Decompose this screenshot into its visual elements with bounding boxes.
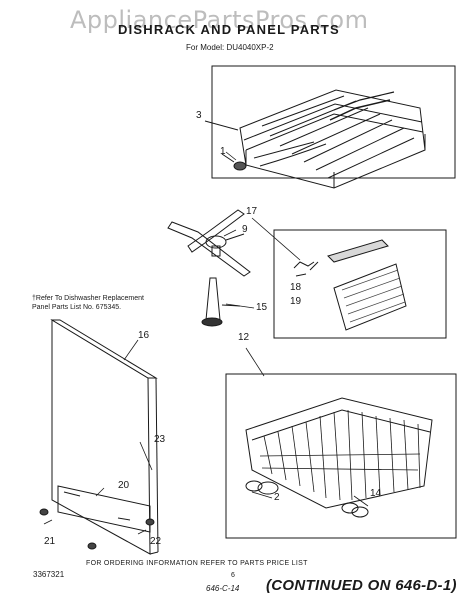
part-label-1: 1 [220,146,226,157]
handwritten-reference: 646-C-14 [206,584,240,593]
page-number: 6 [231,572,235,579]
watermark: AppliancePartsPros.com [70,6,369,34]
part-label-16: 16 [138,330,150,341]
door-panel-drawing [50,319,159,555]
wheel-part [245,480,359,514]
panel-parts-box [273,229,447,339]
part-label-15: 15 [256,302,268,313]
ordering-info: FOR ORDERING INFORMATION REFER TO PARTS … [86,560,308,567]
part-label-18: 18 [290,282,302,293]
part-label-2: 2 [274,492,280,503]
part-label-3: 3 [196,110,202,121]
spray-arm-drawing [167,209,251,277]
lower-rack-drawing [245,397,433,518]
replacement-note: †Refer To Dishwasher Replacement Panel P… [32,294,182,312]
model-label: For Model: DU4040XP-2 [186,43,274,52]
upper-rack-box [211,65,456,179]
part-label-17: 17 [246,206,258,217]
screw-parts [39,508,155,550]
rack-stop-part [221,153,247,171]
part-label-23: 23 [154,434,166,445]
part-label-22: 22 [150,536,162,547]
part-label-9: 9 [242,224,248,235]
document-number: 3367321 [33,570,65,579]
upper-rack-drawing [239,89,426,189]
page-title: DISHRACK AND PANEL PARTS [118,22,340,37]
part-label-21: 21 [44,536,56,547]
replacement-note-line-2: Panel Parts List No. 675345. [32,304,122,311]
part-label-20: 20 [118,480,130,491]
spray-tube-drawing [201,277,241,327]
panel-parts-drawing [293,239,407,331]
part-label-12: 12 [238,332,250,343]
part-label-19: 19 [290,296,302,307]
lower-rack-box [225,373,457,539]
continued-note: (CONTINUED ON 646-D-1) [266,577,457,594]
replacement-note-line-1: †Refer To Dishwasher Replacement [32,295,144,302]
part-label-14: 14 [370,488,382,499]
